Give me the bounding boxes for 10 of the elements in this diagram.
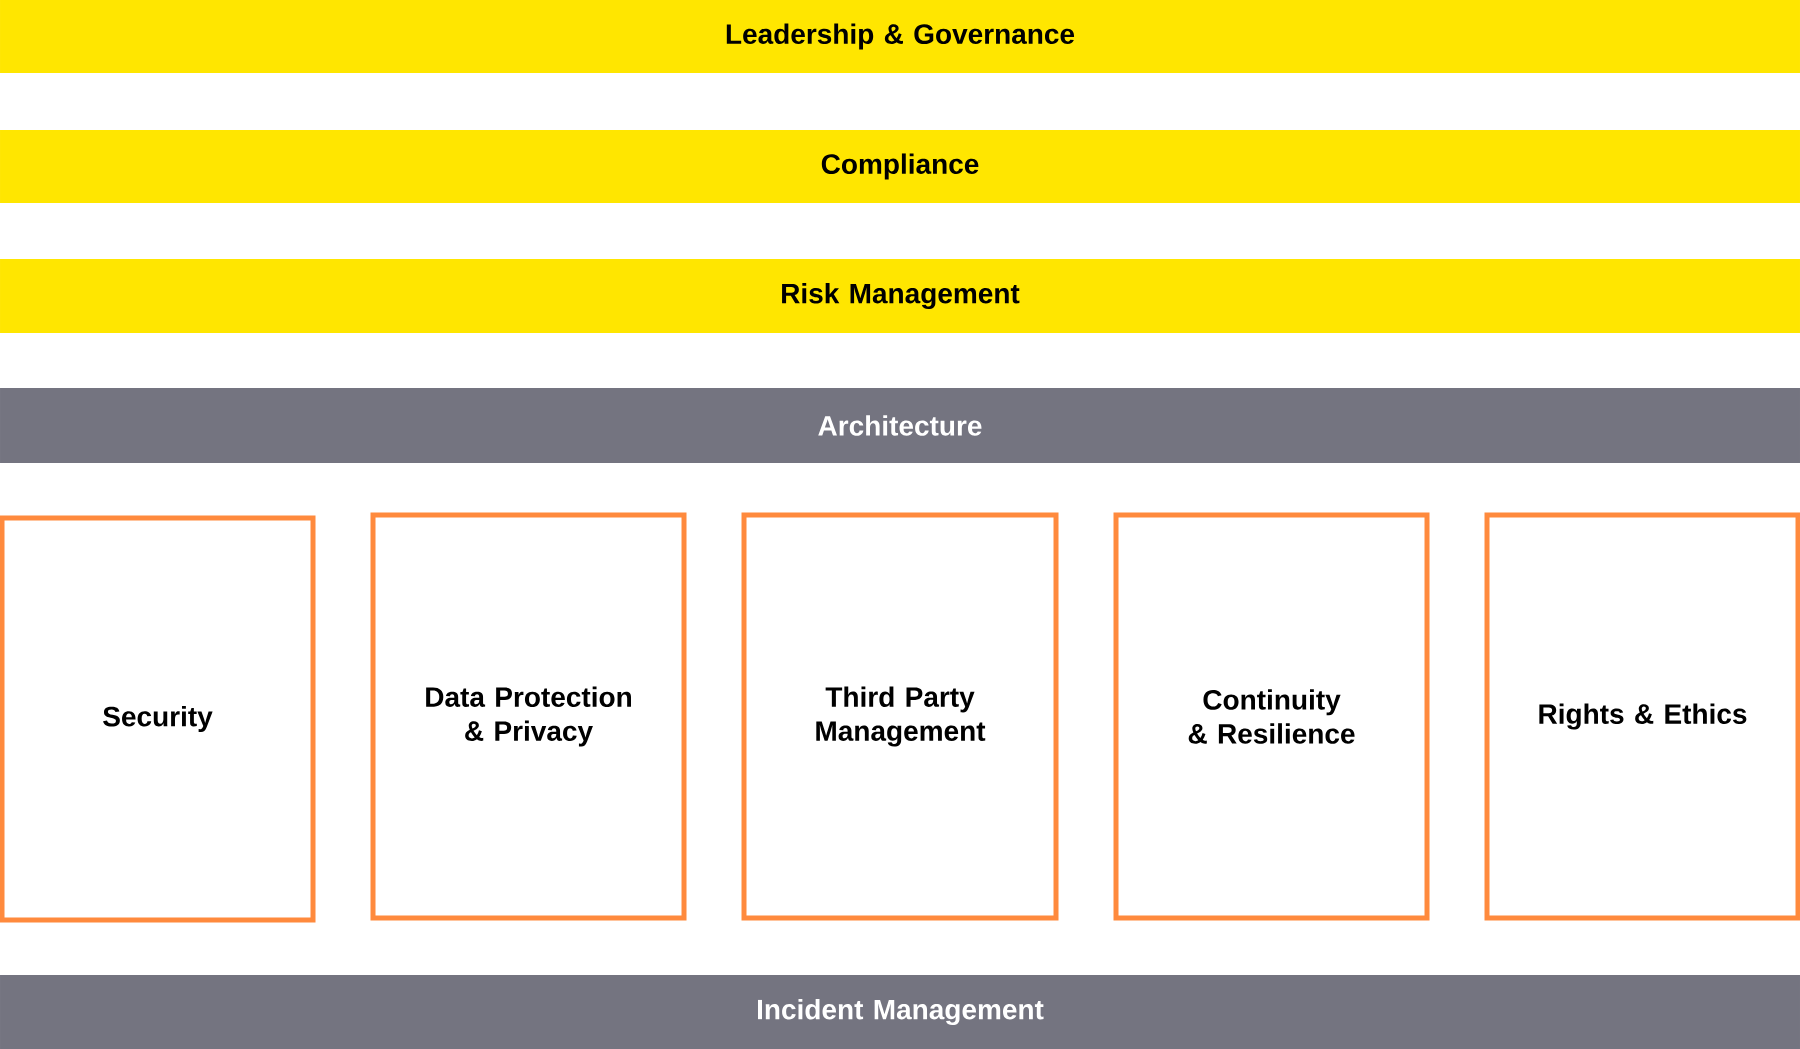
layer-band: Compliance <box>0 130 1800 203</box>
pillar-box: Third Party Management <box>741 512 1059 921</box>
layer-band: Leadership & Governance <box>0 0 1800 73</box>
layer-band: Risk Management <box>0 259 1800 333</box>
layer-band: Architecture <box>0 388 1800 463</box>
layer-band: Incident Management <box>0 975 1800 1049</box>
pillar-box: Rights & Ethics <box>1484 512 1800 921</box>
pillar-box: Data Protection & Privacy <box>370 512 687 921</box>
pillar-box: Continuity & Resilience <box>1113 512 1430 921</box>
pillar-box: Security <box>0 515 316 923</box>
